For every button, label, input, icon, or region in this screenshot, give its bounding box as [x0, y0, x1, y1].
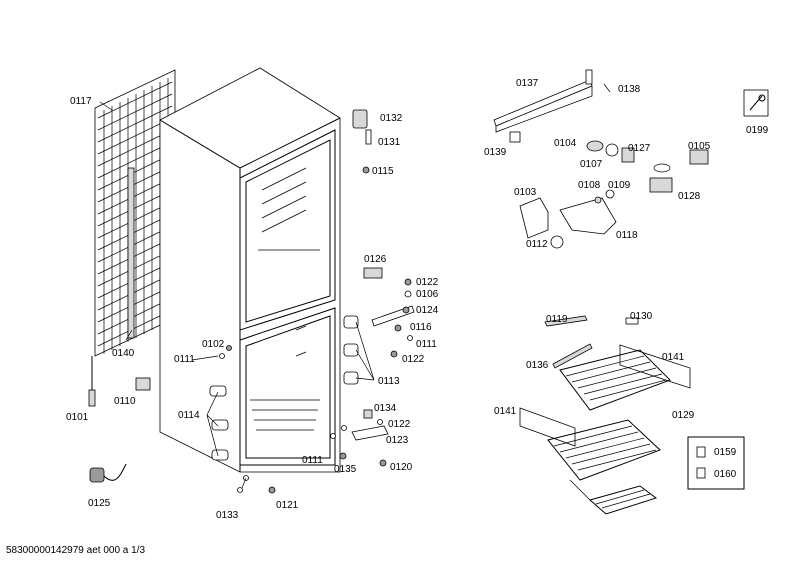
part-labels: 0117 0140 0101 0110 0125 0132 0131 0115 … [66, 78, 769, 521]
power-cord [89, 463, 127, 483]
label-0122-c: 0122 [388, 419, 411, 430]
label-0113: 0113 [378, 376, 400, 387]
label-0104: 0104 [554, 138, 577, 149]
label-0101: 0101 [66, 412, 89, 423]
label-0111-c: 0111 [302, 455, 323, 466]
label-0137: 0137 [516, 78, 539, 89]
label-0129: 0129 [672, 410, 695, 421]
label-0125: 0125 [88, 498, 111, 509]
label-0114: 0114 [178, 410, 200, 421]
label-0128: 0128 [678, 191, 701, 202]
label-0107: 0107 [580, 159, 603, 170]
condenser-coil [88, 69, 176, 407]
label-0105: 0105 [688, 141, 711, 152]
label-0120: 0120 [390, 462, 413, 473]
label-0102: 0102 [202, 339, 225, 350]
label-0199: 0199 [746, 125, 769, 136]
label-0103: 0103 [514, 187, 537, 198]
label-0122-a: 0122 [416, 277, 439, 288]
label-0131: 0131 [378, 137, 401, 148]
label-0141-b: 0141 [494, 406, 517, 417]
label-0119: 0119 [546, 314, 568, 325]
label-0115: 0115 [372, 166, 394, 177]
label-0133: 0133 [216, 510, 239, 521]
refrigerator-cabinet [159, 67, 341, 473]
label-0132: 0132 [380, 113, 403, 124]
label-0116: 0116 [410, 322, 432, 333]
leader-lines [99, 101, 375, 489]
label-0117: 0117 [70, 96, 92, 107]
label-0134: 0134 [374, 403, 397, 414]
label-0109: 0109 [608, 180, 631, 191]
label-0160: 0160 [714, 469, 737, 480]
label-0140: 0140 [112, 348, 135, 359]
label-0111-b: 0111 [174, 354, 195, 365]
label-0121: 0121 [276, 500, 299, 511]
label-0112: 0112 [526, 239, 548, 250]
label-0139: 0139 [484, 147, 507, 158]
label-0159: 0159 [714, 447, 737, 458]
documents-box [687, 436, 745, 490]
label-0106: 0106 [416, 289, 439, 300]
label-0110: 0110 [114, 396, 136, 407]
label-0138: 0138 [618, 84, 641, 95]
label-0123: 0123 [386, 435, 409, 446]
cabinet-hardware [135, 109, 415, 494]
label-0130: 0130 [630, 311, 653, 322]
wrench-icon [743, 89, 769, 117]
label-0118: 0118 [616, 230, 638, 241]
label-0122-b: 0122 [402, 354, 425, 365]
label-0108: 0108 [578, 180, 601, 191]
document-footer: 58300000142979 aet 000 a 1/3 [6, 545, 146, 556]
label-0124: 0124 [416, 305, 439, 316]
control-panel-parts [493, 69, 709, 249]
label-0136: 0136 [526, 360, 549, 371]
label-0141-a: 0141 [662, 352, 685, 363]
label-0111-a: 0111 [416, 339, 437, 350]
label-0127: 0127 [628, 143, 651, 154]
label-0135: 0135 [334, 464, 357, 475]
evaporator-assembly [519, 315, 691, 515]
label-0126: 0126 [364, 254, 387, 265]
